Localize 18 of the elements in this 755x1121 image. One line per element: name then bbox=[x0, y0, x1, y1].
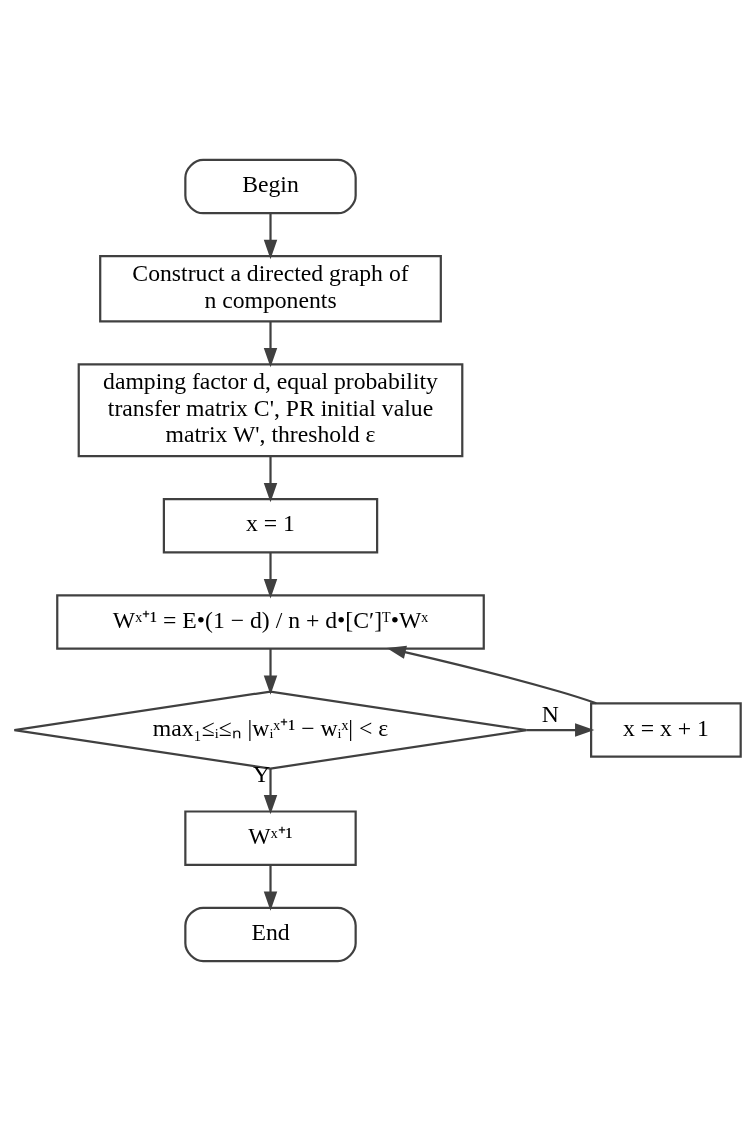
arrow bbox=[263, 213, 278, 260]
arrow bbox=[263, 321, 278, 368]
arrow bbox=[263, 768, 278, 815]
node-box: x = x + 1 bbox=[590, 702, 742, 758]
node-box: End bbox=[184, 906, 357, 963]
node-box: Wˣ⁺¹ = E•(1 − d) / n + d•[C′]ᵀ•Wˣ bbox=[56, 594, 485, 650]
node-box: Begin bbox=[184, 158, 357, 215]
node-box: Construct a directed graph of n components bbox=[99, 255, 442, 323]
arrow bbox=[263, 552, 278, 599]
node-box: Wˣ⁺¹ bbox=[184, 810, 357, 866]
arrow bbox=[263, 456, 278, 503]
node-box: x = 1 bbox=[162, 497, 379, 554]
arrow bbox=[263, 865, 278, 911]
edge-label: N bbox=[541, 701, 559, 728]
arrow bbox=[386, 645, 597, 705]
arrow bbox=[526, 723, 595, 737]
node-box: damping factor d, equal probability transfer matrix C', PR initial value matrix W', threshold ε bbox=[77, 363, 464, 458]
arrow bbox=[263, 648, 278, 695]
